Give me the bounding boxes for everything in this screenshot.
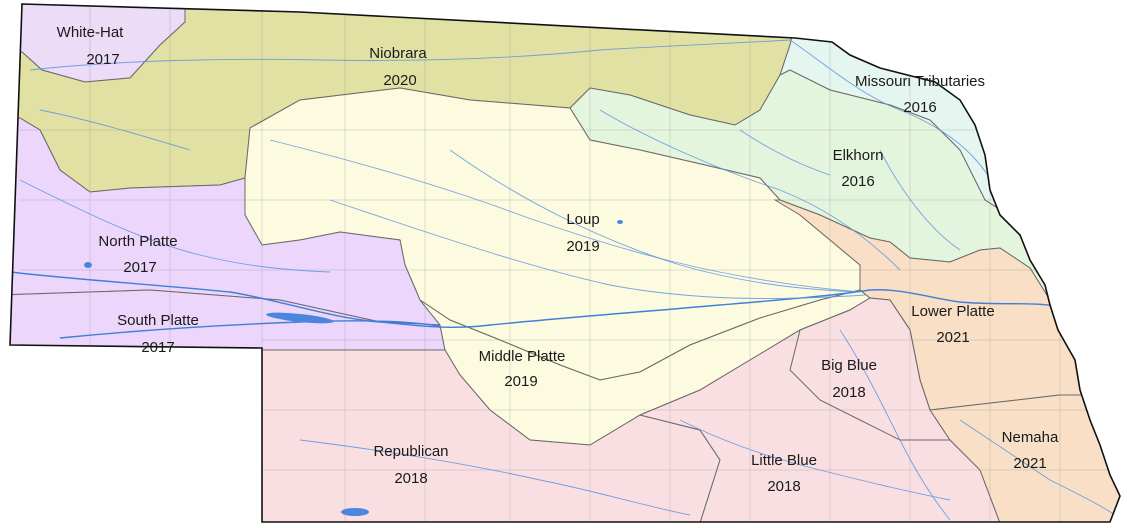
basin-year: 2021: [1013, 455, 1046, 472]
basin-label-niobrara: Niobrara 2020: [369, 45, 427, 89]
basin-label-north-platte: North Platte 2017: [98, 233, 177, 276]
basin-year: 2017: [123, 259, 156, 276]
basin-name: North Platte: [98, 233, 177, 250]
basin-year: 2016: [903, 99, 936, 116]
basin-name: Missouri Tributaries: [855, 73, 985, 90]
basin-label-little-blue: Little Blue 2018: [751, 452, 817, 495]
basin-name: Lower Platte: [911, 303, 994, 320]
basin-name: Nemaha: [1002, 429, 1059, 446]
basin-year: 2018: [394, 470, 427, 487]
basin-name: Republican: [373, 443, 448, 460]
basin-year: 2018: [767, 478, 800, 495]
basin-year: 2021: [936, 329, 969, 346]
basin-nemaha: [929, 394, 1120, 522]
basin-year: 2018: [832, 384, 865, 401]
basin-label-south-platte: South Platte 2017: [117, 312, 199, 356]
basin-name: Big Blue: [821, 357, 877, 374]
basin-year: 2019: [566, 238, 599, 255]
basin-label-big-blue: Big Blue 2018: [821, 357, 877, 401]
basin-year: 2017: [86, 51, 119, 68]
state-boundary: [9, 3, 1121, 523]
basin-label-lower-platte: Lower Platte 2021: [911, 303, 994, 346]
basin-name: Niobrara: [369, 45, 427, 62]
basin-republican: [261, 349, 721, 522]
basin-lower-platte: [773, 199, 1120, 411]
basin-label-nemaha: Nemaha 2021: [1002, 429, 1059, 472]
basin-label-missouri-tributaries: Missouri Tributaries 2016: [855, 73, 985, 116]
basin-label-middle-platte: Middle Platte 2019: [479, 348, 566, 390]
basin-year: 2020: [383, 72, 416, 89]
lakes: [84, 220, 623, 516]
basin-name: South Platte: [117, 312, 199, 329]
basin-label-elkhorn: Elkhorn 2016: [833, 147, 884, 190]
basin-year: 2017: [141, 339, 174, 356]
basin-label-white-hat: White-Hat 2017: [57, 24, 125, 68]
basin-name: Little Blue: [751, 452, 817, 469]
basin-name: Middle Platte: [479, 348, 566, 365]
basin-label-loup: Loup 2019: [566, 211, 599, 255]
basin-year: 2019: [504, 373, 537, 390]
basin-label-republican: Republican 2018: [373, 443, 448, 487]
basin-name: Loup: [566, 211, 599, 228]
basin-name: White-Hat: [57, 24, 125, 41]
basin-name: Elkhorn: [833, 147, 884, 164]
basin-year: 2016: [841, 173, 874, 190]
river-network: [10, 39, 1116, 521]
